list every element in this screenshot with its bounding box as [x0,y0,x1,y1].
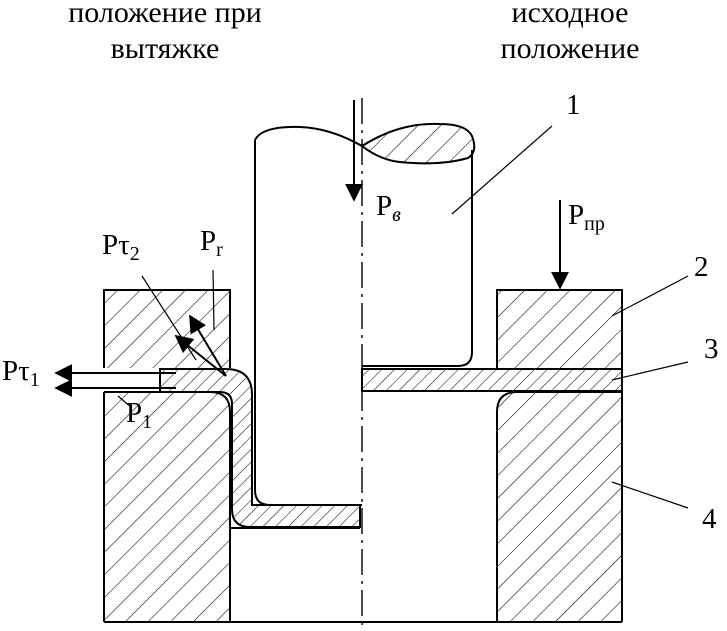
leader-part4 [611,481,689,509]
radial-force-arrow [189,314,227,377]
blank-holder-right [496,289,623,368]
leader-part3 [611,361,689,381]
label-punch-force: Pв [376,190,401,226]
leader-part2 [611,275,689,317]
part-number-1: 1 [566,89,581,121]
header-left-line2: вытяжке [111,32,220,65]
part-number-4: 4 [702,503,717,535]
drawn-cup-wall [159,368,361,528]
leader-part1 [451,125,553,215]
label-p1: P1 [126,397,152,433]
label-tau1: Pτ1 [2,355,40,391]
part-number-2: 2 [694,251,709,283]
header-right-line1: исходное [512,0,629,29]
label-radial: Pr [200,225,223,261]
punch [254,122,476,506]
blank-holder-left [103,289,231,368]
die-right [496,391,623,622]
blank-sheet-initial [361,368,623,392]
die-left [103,391,231,622]
label-holder-force: Pпр [568,199,605,235]
part-number-3: 3 [704,333,719,365]
header-left-line1: положение при [68,0,262,29]
label-tau2: Pτ2 [102,229,140,265]
header-right-line2: положение [501,32,640,65]
